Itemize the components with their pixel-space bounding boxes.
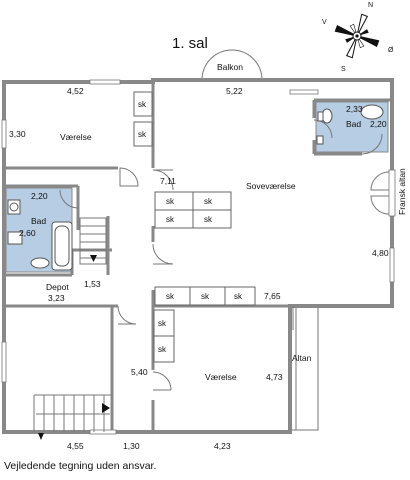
- storage-cabinet: [133, 121, 153, 147]
- dimension-label: 5,40: [131, 367, 148, 377]
- depot-label: Depot: [46, 282, 69, 292]
- dimension-label: 4,52: [67, 86, 84, 96]
- bad-left-label: Bad: [31, 216, 46, 226]
- storage-cabinet: [224, 286, 256, 306]
- storage-cabinets: [133, 91, 256, 363]
- storage-cabinet: [192, 191, 232, 211]
- compass-west: V: [322, 19, 327, 26]
- dimension-label: 3,23: [48, 293, 65, 303]
- dimension-label: 2,60: [19, 228, 36, 238]
- dimension-label: 1,53: [84, 279, 101, 289]
- altan-outline: [290, 305, 319, 431]
- window: [289, 89, 319, 95]
- dimension-label: 2,20: [31, 191, 48, 201]
- stairs-upper: [79, 217, 107, 265]
- dimension-label: 3,30: [9, 129, 26, 139]
- compass-rose-icon: [334, 13, 380, 59]
- dimension-label: 4,23: [214, 441, 231, 451]
- dimension-label: 7,65: [264, 291, 281, 301]
- vaerelse-bottom-label: Værelse: [205, 372, 237, 382]
- window: [1, 119, 7, 149]
- vaerelse-top-label: Værelse: [60, 132, 92, 142]
- compass-north: N: [368, 2, 373, 9]
- window: [1, 341, 7, 383]
- storage-cabinet: [153, 335, 175, 363]
- altan-label: Altan: [292, 353, 312, 363]
- storage-label: sk: [138, 130, 147, 139]
- storage-label: sk: [201, 292, 210, 301]
- sovevaerelse-label: Soveværelse: [246, 181, 296, 191]
- storage-label: sk: [166, 292, 175, 301]
- floor-title: 1. sal: [172, 35, 208, 52]
- storage-label: sk: [204, 197, 213, 206]
- storage-label: sk: [204, 215, 213, 224]
- compass-south: S: [341, 66, 346, 73]
- storage-cabinet: [154, 209, 194, 229]
- bad-left-fixtures: [7, 199, 73, 271]
- balkon-label: Balkon: [217, 62, 243, 72]
- stairs-lower: [33, 394, 112, 440]
- dimension-label: 7,11: [160, 176, 176, 186]
- window: [389, 247, 395, 283]
- storage-label: sk: [158, 319, 167, 328]
- dimension-label: 4,73: [266, 372, 283, 382]
- disclaimer-text: Vejledende tegning uden ansvar.: [4, 460, 156, 472]
- storage-label: sk: [234, 292, 243, 301]
- storage-label: sk: [166, 215, 175, 224]
- storage-label: sk: [166, 197, 175, 206]
- storage-cabinet: [192, 209, 232, 229]
- window: [89, 429, 117, 435]
- dimension-label: 2,33: [346, 104, 363, 114]
- dimension-label: 4,55: [67, 441, 84, 451]
- storage-cabinet: [133, 91, 153, 117]
- dimension-label: 2,20: [370, 119, 387, 129]
- dimension-label: 1,30: [123, 441, 140, 451]
- storage-label: sk: [158, 345, 167, 354]
- bad-right-fixtures: [316, 104, 384, 145]
- window: [89, 79, 121, 85]
- storage-cabinet: [154, 191, 194, 211]
- dimension-label: 4,80: [372, 248, 389, 258]
- bad-right-label: Bad: [346, 119, 361, 129]
- fransk-altan-label: Fransk altan: [397, 168, 407, 215]
- storage-label: sk: [138, 100, 147, 109]
- balcony-outline: [201, 49, 263, 81]
- dimension-label: 5,22: [226, 86, 243, 96]
- compass-east: Ø: [388, 47, 394, 54]
